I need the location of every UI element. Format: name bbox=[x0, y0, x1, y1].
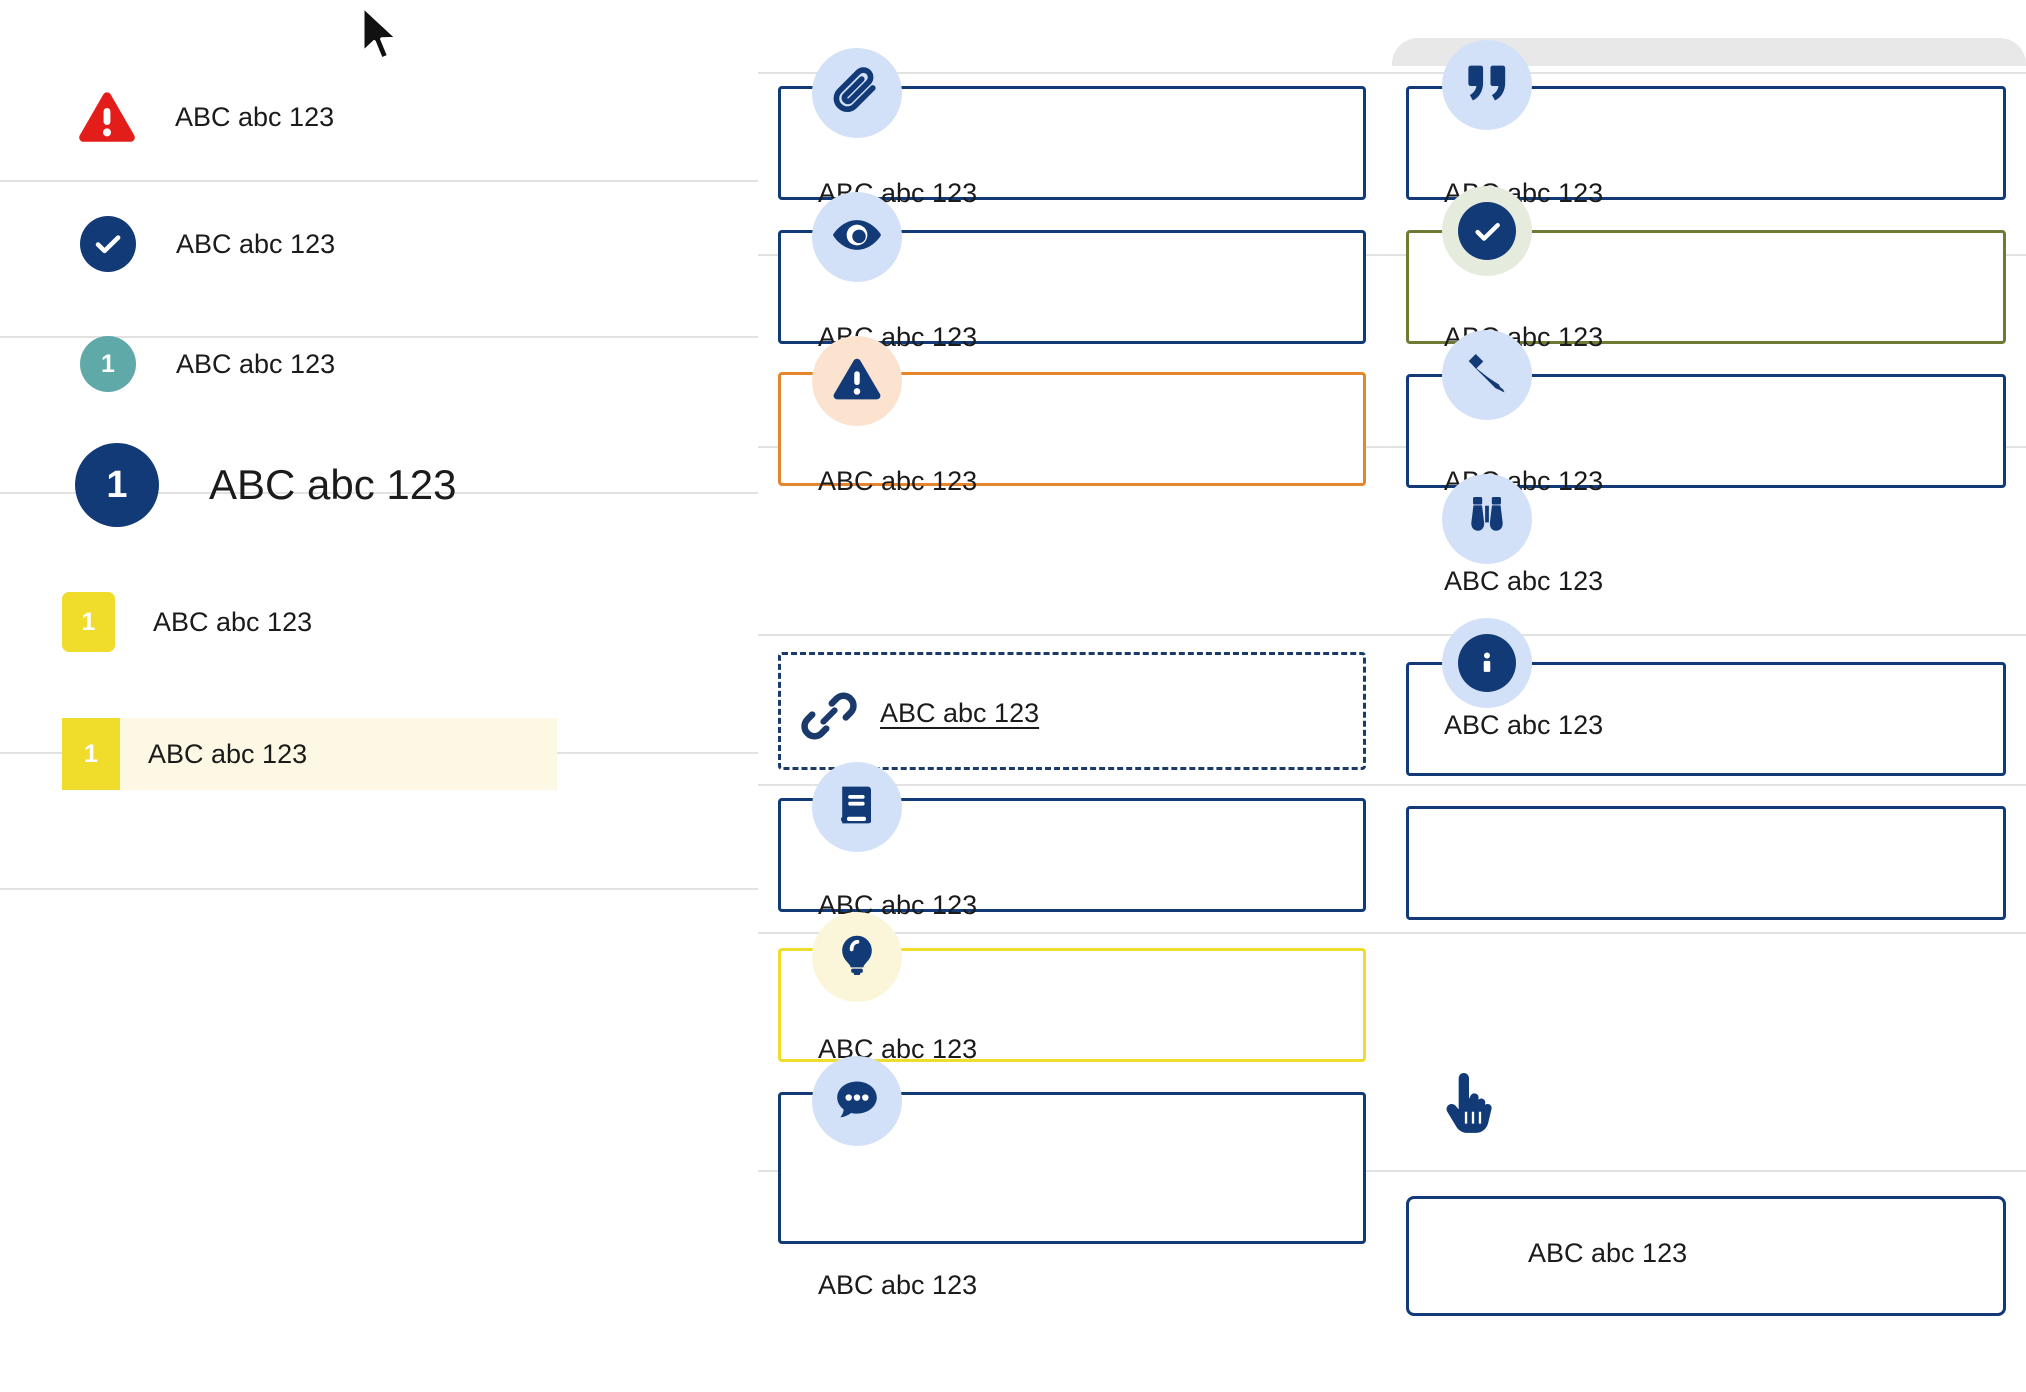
list-item-label: ABC abc 123 bbox=[176, 348, 336, 379]
book-icon bbox=[833, 781, 881, 834]
card-warning-label: ABC abc 123 bbox=[818, 466, 978, 496]
paperclip-icon bbox=[831, 65, 883, 122]
list-item-label: ABC abc 123 bbox=[209, 461, 457, 508]
card-link[interactable] bbox=[778, 652, 1366, 770]
quote-marks-icon bbox=[1461, 57, 1513, 114]
book-icon-bubble bbox=[812, 762, 902, 852]
list-item-highlighted[interactable]: 1 ABC abc 123 bbox=[62, 718, 557, 790]
number-badge-icon: 1 bbox=[80, 336, 136, 392]
pencil-icon bbox=[1462, 348, 1512, 403]
list-item-label: ABC abc 123 bbox=[148, 738, 308, 769]
check-circle-icon-bubble bbox=[1442, 186, 1532, 276]
list-item-label: ABC abc 123 bbox=[153, 606, 313, 637]
panel-divider bbox=[758, 932, 2026, 934]
panel-divider bbox=[758, 634, 2026, 636]
number-badge-icon: 1 bbox=[62, 718, 120, 790]
top-grey-panel-cutout bbox=[1404, 0, 2014, 34]
list-divider bbox=[0, 888, 758, 890]
comment-dots-icon-bubble bbox=[812, 1056, 902, 1146]
list-item-label: ABC abc 123 bbox=[175, 101, 335, 132]
card-book[interactable] bbox=[778, 798, 1366, 912]
warning-triangle-icon-bubble bbox=[812, 336, 902, 426]
card-action-label: ABC abc 123 bbox=[1528, 1238, 1688, 1268]
list-item-yellow-number[interactable]: 1 ABC abc 123 bbox=[62, 592, 312, 652]
list-item-primary-number[interactable]: 1 ABC abc 123 bbox=[75, 442, 457, 528]
pointing-hand-icon bbox=[1438, 1070, 1500, 1143]
paperclip-icon-bubble bbox=[812, 48, 902, 138]
lightbulb-icon bbox=[833, 931, 881, 984]
card-info-label: ABC abc 123 bbox=[1444, 710, 1604, 740]
panel-divider bbox=[758, 1170, 2026, 1172]
list-item-alert[interactable]: ABC abc 123 bbox=[78, 82, 334, 152]
list-item-teal-number[interactable]: 1 ABC abc 123 bbox=[80, 332, 335, 396]
eye-icon-bubble bbox=[812, 192, 902, 282]
card-observe-label: ABC abc 123 bbox=[1444, 566, 1604, 596]
panel-divider bbox=[758, 446, 2026, 448]
number-badge-icon: 1 bbox=[75, 443, 159, 527]
list-divider bbox=[0, 336, 758, 338]
binoculars-icon bbox=[1462, 492, 1512, 547]
chain-link-icon bbox=[798, 688, 860, 749]
list-item-check[interactable]: ABC abc 123 bbox=[80, 212, 335, 276]
binoculars-icon-bubble bbox=[1442, 474, 1532, 564]
quote-marks-icon-bubble bbox=[1442, 40, 1532, 130]
warning-triangle-icon bbox=[78, 91, 136, 143]
pencil-icon-bubble bbox=[1442, 330, 1532, 420]
card-comment-label: ABC abc 123 bbox=[818, 1270, 978, 1300]
info-circle-icon-bubble bbox=[1442, 618, 1532, 708]
list-divider bbox=[0, 492, 758, 494]
card-info[interactable] bbox=[1406, 806, 2006, 920]
warning-triangle-icon bbox=[832, 354, 882, 409]
card-action[interactable] bbox=[1406, 1196, 2006, 1316]
comment-dots-icon bbox=[832, 1074, 882, 1129]
number-badge-icon: 1 bbox=[62, 592, 115, 652]
lightbulb-icon-bubble bbox=[812, 912, 902, 1002]
eye-icon bbox=[830, 208, 884, 267]
left-list-column: ABC abc 123 ABC abc 123 1 ABC abc 123 1 … bbox=[0, 0, 758, 1392]
panel-divider bbox=[758, 72, 2026, 74]
info-circle-icon bbox=[1458, 634, 1516, 692]
list-item-label: ABC abc 123 bbox=[176, 228, 336, 259]
check-circle-icon bbox=[80, 216, 136, 272]
check-circle-icon bbox=[1458, 202, 1516, 260]
panel-divider bbox=[758, 254, 2026, 256]
list-divider bbox=[0, 180, 758, 182]
card-link-label[interactable]: ABC abc 123 bbox=[880, 698, 1040, 728]
panel-divider bbox=[758, 784, 2026, 786]
